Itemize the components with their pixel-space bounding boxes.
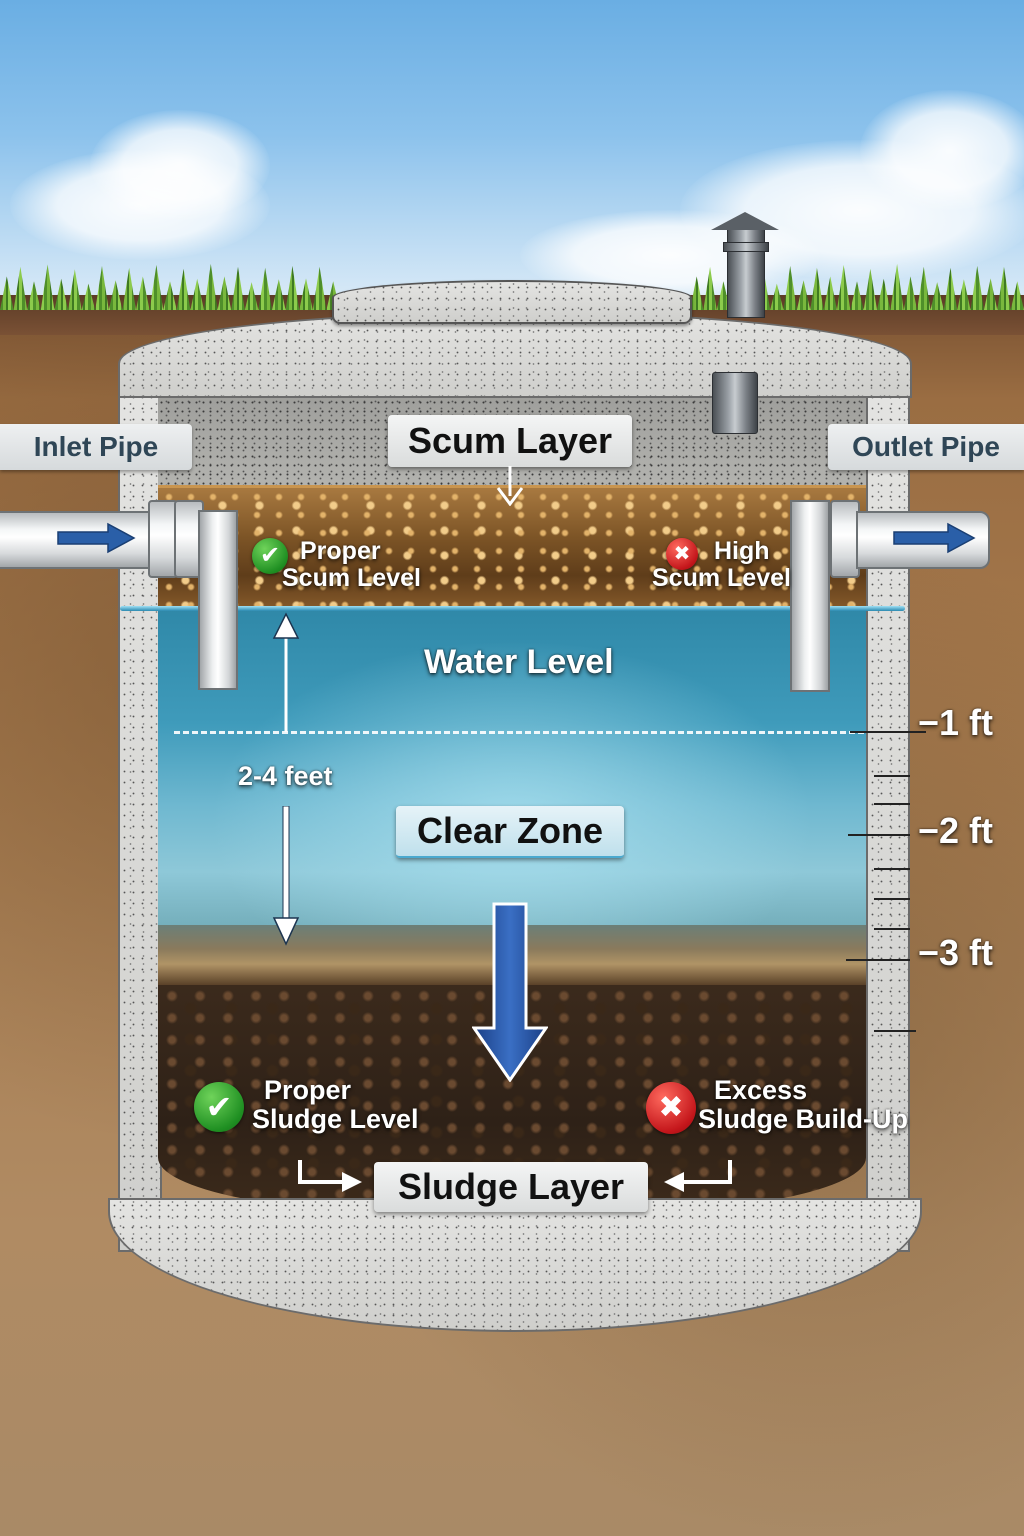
depth-scale-3ft: −3 ft <box>918 932 994 973</box>
check-icon: ✔ <box>194 1082 244 1132</box>
depth-tick <box>874 803 910 805</box>
cloud <box>860 90 1024 210</box>
internal-riser-icon <box>712 372 758 434</box>
water-surface-line <box>120 606 905 611</box>
excess-sludge-indicator: Excess Sludge Build-Up <box>698 1075 908 1135</box>
indicator-line-1: Proper <box>300 537 381 565</box>
tank-roof <box>118 312 912 398</box>
sludge-layer-label: Sludge Layer <box>374 1162 648 1212</box>
depth-tick <box>874 775 910 777</box>
left-pointer-arrow-icon <box>656 1160 736 1194</box>
depth-tick <box>874 1030 916 1032</box>
inlet-tee-pipe <box>198 510 238 690</box>
depth-range-label: 2-4 feet <box>238 761 333 791</box>
depth-scale-1ft: −1 ft <box>918 702 994 743</box>
inlet-flow-arrow-icon <box>56 522 136 554</box>
indicator-line-2: Sludge Level <box>252 1104 419 1135</box>
indicator-line-2: Scum Level <box>282 564 421 592</box>
depth-tick <box>874 898 910 900</box>
scum-layer-label: Scum Layer <box>388 415 632 467</box>
indicator-line-2: Scum Level <box>652 564 791 592</box>
tank-access-lid <box>332 280 692 324</box>
clear-zone-label: Clear Zone <box>396 806 624 858</box>
indicator-line-1: High <box>714 537 770 565</box>
indicator-line-1: Excess <box>714 1075 808 1105</box>
x-icon: ✖ <box>666 538 698 570</box>
indicator-line-1: Proper <box>264 1075 352 1105</box>
depth-tick <box>848 834 910 836</box>
right-pointer-arrow-icon <box>296 1160 366 1194</box>
x-icon: ✖ <box>646 1082 696 1134</box>
indicator-line-2: Sludge Build-Up <box>698 1104 908 1135</box>
down-arrow-icon <box>272 805 300 946</box>
outlet-flow-arrow-icon <box>892 522 976 554</box>
inlet-pipe-label: Inlet Pipe <box>0 424 192 470</box>
depth-tick <box>874 868 910 870</box>
settling-down-arrow-icon <box>471 902 549 1083</box>
water-level-dashed-line <box>174 731 864 734</box>
depth-tick <box>846 959 910 961</box>
water-level-label: Water Level <box>424 643 614 681</box>
depth-tick <box>874 928 910 930</box>
check-icon: ✔ <box>252 538 288 574</box>
outlet-pipe-label: Outlet Pipe <box>828 424 1024 470</box>
proper-scum-level-indicator: Proper Scum Level <box>282 538 421 592</box>
cloud <box>90 110 270 220</box>
water-fill <box>158 608 866 938</box>
high-scum-level-indicator: High Scum Level <box>652 538 791 592</box>
scum-pointer-arrow-icon <box>494 466 526 507</box>
vent-cap-icon <box>711 212 779 230</box>
depth-tick <box>850 731 926 733</box>
up-arrow-icon <box>272 612 300 734</box>
outlet-tee-pipe <box>790 500 830 692</box>
depth-scale-2ft: −2 ft <box>918 810 994 851</box>
vent-collar <box>723 242 769 252</box>
proper-sludge-level-indicator: Proper Sludge Level <box>252 1075 419 1135</box>
